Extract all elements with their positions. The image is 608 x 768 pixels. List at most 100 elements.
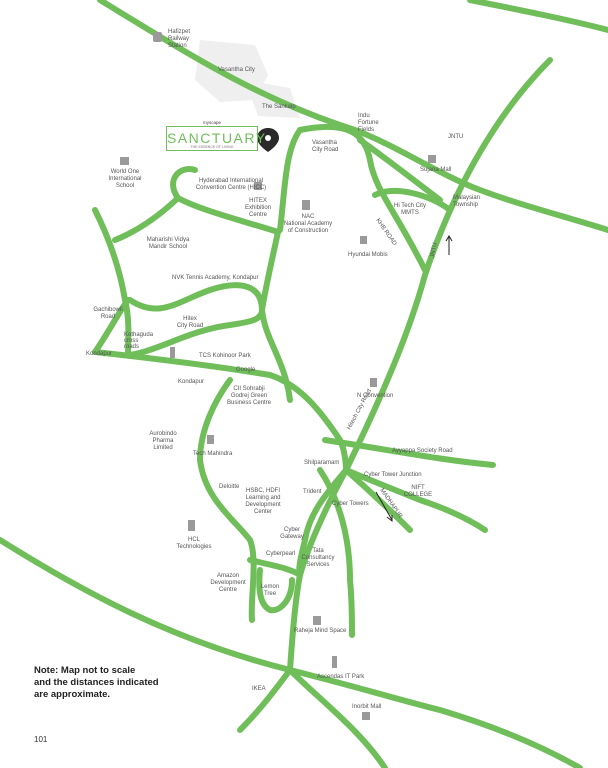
shilparamam-label: Shilparamam xyxy=(304,460,339,466)
road-sujana xyxy=(357,137,443,203)
hyundai-icon xyxy=(360,236,367,244)
raheja-label: Raheja Mind Space xyxy=(294,628,347,634)
nvk-tennis-label: NVK Tennis Academy, Kondapur xyxy=(172,275,259,281)
hafizpet-station-icon xyxy=(153,32,162,42)
road-vasantha-loop xyxy=(297,123,428,273)
road-cyberpearl xyxy=(247,557,303,578)
inorbit-label: Inorbit Mall xyxy=(352,704,381,710)
raheja-icon xyxy=(313,616,321,625)
ascendas-label: Ascendas IT Park xyxy=(317,674,365,680)
jntu-road-label: JNTU xyxy=(430,242,439,258)
road-hicc-loop xyxy=(175,195,281,235)
logo-tagline: THE ESSENCE OF LIVING xyxy=(190,145,234,149)
road-kondapur-west xyxy=(92,297,131,355)
ikea-label: IKEA xyxy=(252,686,266,692)
kondapur-left-label: Kondapur xyxy=(86,351,112,357)
hyundai-label: Hyundai Mobis xyxy=(348,252,388,258)
google-label: Google xyxy=(236,367,256,373)
hitex-icon xyxy=(254,182,262,190)
tech-mahindra-icon xyxy=(207,435,214,444)
vasantha-city-label: Vasantha City xyxy=(218,67,255,73)
hcl-icon xyxy=(188,520,195,531)
road-vasantha-left xyxy=(277,127,303,233)
tech-mahindra-label: Tech Mahindra xyxy=(193,451,233,457)
note-line-3: are approximate. xyxy=(34,689,111,700)
road-kondapur xyxy=(92,349,349,473)
location-pin-icon xyxy=(257,128,279,152)
road-kothaguda xyxy=(127,307,265,358)
page-number: 101 xyxy=(34,735,48,744)
road-cyber-east xyxy=(343,467,488,533)
trident-label: Trident xyxy=(303,489,322,495)
scale-note: Note: Map not to scale and the distances… xyxy=(34,665,174,701)
tcs-kohinoor-icon xyxy=(170,347,175,358)
ascendas-icon xyxy=(332,656,337,668)
road-top-arc xyxy=(97,0,608,233)
road-south-east xyxy=(287,667,388,768)
road-top-right xyxy=(467,0,608,33)
jntu-top-label: JNTU xyxy=(448,134,463,140)
logo-brand-small: myscape xyxy=(202,120,221,125)
road-southwest xyxy=(0,537,583,768)
note-line-1: Note: Map not to scale xyxy=(34,665,136,676)
road-cyber-junction xyxy=(343,467,413,533)
road-google-south xyxy=(197,377,257,623)
n-convention-icon xyxy=(370,378,377,387)
nac-icon xyxy=(302,200,310,210)
sujana-mall-icon xyxy=(428,155,436,163)
madhapur-arrow-icon xyxy=(375,491,393,523)
cyber-towers-label: Cyber Towers xyxy=(332,501,369,507)
road-ikea xyxy=(237,667,293,733)
logo-name: SANCTUARY xyxy=(167,130,267,146)
sanctuary-logo: myscape SANCTUARY THE ESSENCE OF LIVING xyxy=(166,120,267,151)
north-arrow-icon xyxy=(445,235,453,255)
road-nvk xyxy=(127,282,265,313)
world-one-school-icon xyxy=(120,157,129,165)
road-mmts xyxy=(372,187,453,213)
road-ayyappa xyxy=(322,437,496,468)
road-jntu-curve xyxy=(343,57,553,473)
building-markers xyxy=(120,32,436,720)
kondapur-mid-label: Kondapur xyxy=(178,379,204,385)
khb-road-label: KHB ROAD xyxy=(374,218,397,248)
n-convention-label: N Convention xyxy=(357,393,393,399)
deloitte-label: Deloitte xyxy=(219,484,240,490)
sujana-mall-label: Sujana Mall xyxy=(420,167,451,173)
tcs-kohinoor-label: TCS Kohinoor Park xyxy=(199,353,252,359)
inorbit-icon xyxy=(362,712,370,720)
cyberpearl-label: Cyberpearl xyxy=(266,551,295,557)
road-hicc-ring xyxy=(170,166,198,201)
road-hicc-west xyxy=(112,195,181,243)
road-lemon-loop xyxy=(256,567,295,614)
note-line-2: and the distances indicated xyxy=(34,677,159,688)
road-tcs xyxy=(317,467,355,638)
sankalp-label: The Sankalp xyxy=(262,104,296,110)
cyber-tower-junction-label: Cyber Tower Junction xyxy=(364,472,422,478)
ayyappa-society-label: Ayyappa Society Road xyxy=(392,448,453,454)
